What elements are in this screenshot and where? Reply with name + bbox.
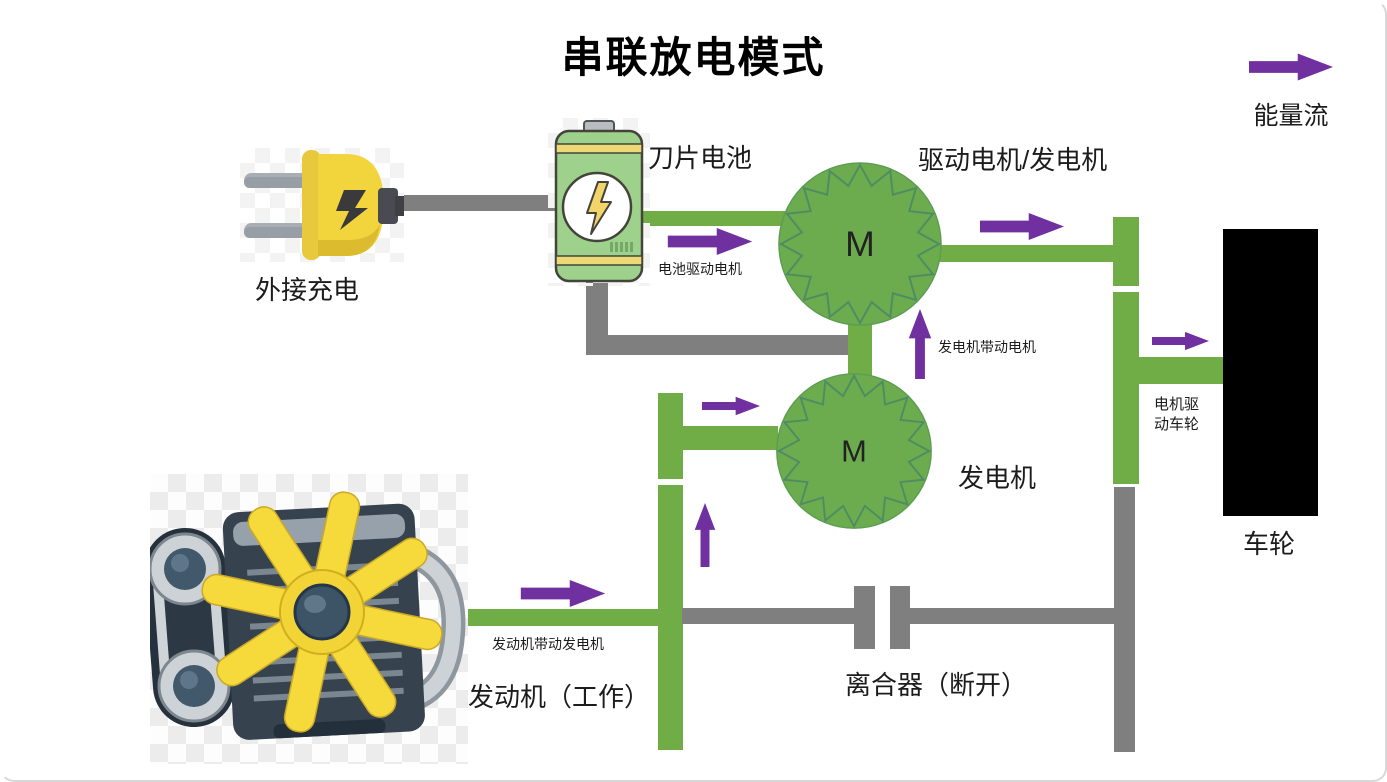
engine-label: 发动机（工作）	[468, 682, 651, 712]
generator-label: 发电机	[958, 463, 1037, 493]
engine-to-riser-line	[462, 609, 660, 626]
riser-to-generator-arrow-icon	[702, 396, 760, 416]
battery-to-motor-line	[636, 211, 796, 226]
drive-motor-symbol: M	[845, 224, 875, 264]
battery-label: 刀片电池	[648, 143, 753, 173]
generator-node: M	[776, 373, 932, 529]
clutch-to-axle-line	[909, 608, 1116, 624]
power-plug-icon	[240, 148, 404, 262]
wheel-shape	[1223, 229, 1318, 516]
axle-green-bar-upper	[1113, 217, 1139, 286]
axle-to-wheel-line	[1138, 357, 1224, 384]
axle-gray-bar	[1114, 487, 1135, 752]
drive-motor-label: 驱动电机/发电机	[918, 145, 1108, 175]
engine-to-generator-flow-label: 发动机带动发电机	[492, 636, 604, 652]
generator-to-motor-arrow-icon	[908, 309, 932, 379]
legend-energy-flow-label: 能量流	[1253, 102, 1329, 130]
battery-icon	[548, 118, 650, 286]
energy-flow-arrow-icon	[1249, 53, 1333, 81]
engine-riser-line-lower	[658, 485, 683, 750]
riser-to-clutch-line	[682, 608, 856, 624]
motor-to-wheel-flow-label: 电机驱动车轮	[1154, 396, 1200, 434]
engine-riser-up-arrow-icon	[694, 503, 716, 567]
battery-to-motor-gray-line	[586, 335, 848, 355]
battery-to-motor-arrow-icon	[667, 228, 753, 255]
engine-icon	[144, 474, 468, 764]
engine-riser-line-upper	[658, 393, 683, 479]
motor-to-wheel-arrow-icon	[1152, 331, 1209, 351]
charger-cable-line	[394, 195, 560, 211]
battery-bottom-line	[586, 274, 608, 336]
clutch-label: 离合器（断开）	[845, 670, 1028, 700]
clutch-plate-right	[890, 586, 910, 649]
clutch-plate-left	[854, 586, 875, 649]
charger-label: 外接充电	[255, 275, 360, 305]
axle-green-bar-lower	[1113, 292, 1139, 484]
generator-to-motor-flow-label: 发电机带动电机	[938, 339, 1036, 355]
motor-to-junction-arrow-icon	[980, 213, 1064, 240]
battery-to-motor-flow-label: 电池驱动电机	[658, 261, 742, 277]
wheel-label: 车轮	[1243, 529, 1296, 559]
page-title: 串联放电模式	[561, 34, 826, 81]
engine-to-generator-arrow-icon	[520, 580, 606, 607]
motor-to-junction-line	[927, 245, 1117, 262]
riser-to-generator-line	[682, 426, 778, 450]
drive-motor-node: M	[778, 162, 942, 326]
generator-symbol: M	[841, 434, 867, 469]
